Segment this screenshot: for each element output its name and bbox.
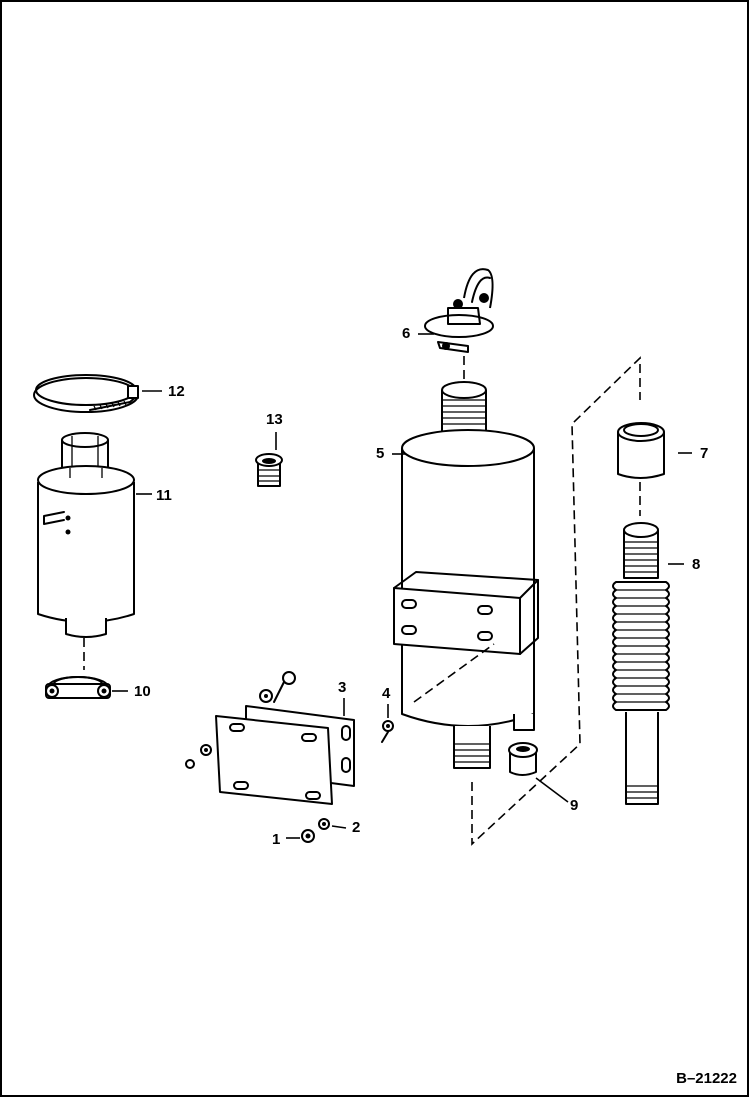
- callout-4: 4: [382, 685, 391, 702]
- part-5-muffler-body: [393, 381, 539, 769]
- leader-lines: [112, 333, 692, 839]
- bolt-left: [185, 744, 212, 769]
- callout-9: 9: [570, 797, 579, 814]
- callout-13: 13: [266, 411, 283, 428]
- callout-2: 2: [352, 819, 361, 836]
- reducer-bushing: [508, 742, 538, 776]
- centerline-4-bracket: [413, 643, 495, 703]
- part-2-washer: [318, 818, 330, 830]
- callout-5: 5: [376, 445, 385, 462]
- part-12-hose-clamp: [33, 374, 139, 413]
- part-13-fitting: [255, 453, 283, 487]
- assembly-path-9: [471, 356, 641, 846]
- part-10-exhaust-clamp: [45, 676, 111, 699]
- callout-11: 11: [156, 487, 172, 504]
- part-8-flex-pipe: [612, 522, 670, 805]
- callout-8: 8: [692, 556, 701, 573]
- callout-6: 6: [402, 325, 411, 342]
- part-11-muffler: [37, 432, 135, 638]
- callout-1: 1: [272, 831, 281, 848]
- callout-12: 12: [168, 383, 185, 400]
- part-6-rain-cap: [424, 268, 494, 353]
- part-4-bolt: [381, 720, 394, 743]
- callout-7: 7: [700, 445, 709, 462]
- drawing-code: B–21222: [676, 1070, 737, 1087]
- bolt-upper: [259, 671, 296, 703]
- part-1-nut: [301, 829, 315, 843]
- callout-3: 3: [338, 679, 347, 696]
- part-7-coupling: [617, 422, 665, 479]
- part-3-mount-plates: [215, 705, 355, 805]
- callout-10: 10: [134, 683, 151, 700]
